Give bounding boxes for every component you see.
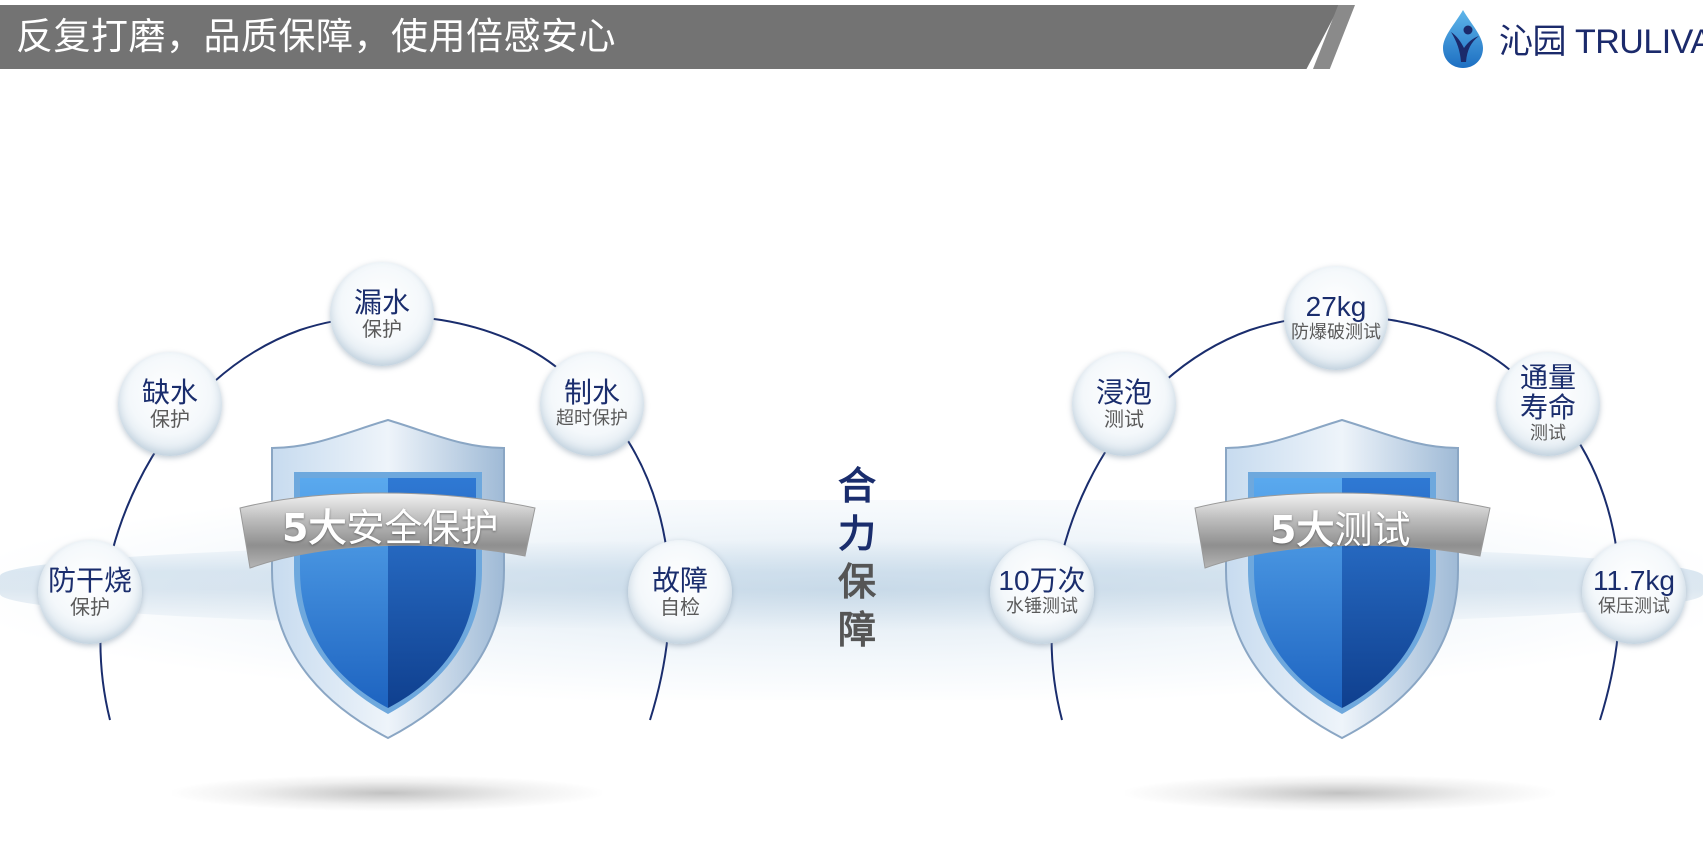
bubble-sub: 测试	[1104, 407, 1144, 431]
bubble-sub: 超时保护	[556, 408, 628, 429]
center-char: 力	[837, 512, 876, 556]
right-shield-shadow	[1125, 775, 1555, 811]
bubble-fault-check: 故障 自检	[628, 540, 732, 644]
brand-logo: 沁园 TRULIVA	[1437, 8, 1703, 74]
bubble-main: 通量	[1519, 361, 1576, 394]
bubble-sub: 保护	[150, 407, 190, 431]
bubble-main: 故障	[651, 564, 708, 597]
center-char: 合	[837, 464, 876, 508]
left-shield-shadow	[172, 775, 602, 811]
bubble-flux-life-test: 通量 寿命 测试	[1496, 352, 1600, 456]
bubble-sub: 测试	[1530, 423, 1566, 444]
bubble-main-2: 寿命	[1519, 391, 1576, 424]
center-char: 保	[837, 560, 876, 604]
bubble-main: 防干烧	[47, 564, 132, 597]
bubble-water-hammer-test: 10万次 水锤测试	[990, 540, 1094, 644]
bubble-leak-protection: 漏水 保护	[330, 262, 434, 366]
left-banner	[239, 492, 536, 569]
bubble-main: 11.7kg	[1593, 565, 1675, 596]
bubble-sub: 保护	[70, 595, 110, 619]
left-banner-text: 5大安全保护	[282, 506, 498, 550]
bubble-pressure-test: 11.7kg 保压测试	[1582, 540, 1686, 644]
bubble-main: 漏水	[353, 286, 410, 319]
water-drop-logo-icon	[1443, 10, 1483, 68]
center-char: 障	[837, 608, 876, 652]
bubble-main: 10万次	[998, 565, 1086, 596]
bubble-soak-test: 浸泡 测试	[1072, 352, 1176, 456]
bubble-dry-burn: 防干烧 保护	[38, 540, 142, 644]
right-banner-rest: 测试	[1334, 508, 1411, 552]
bubble-burst-test: 27kg 防爆破测试	[1284, 266, 1388, 370]
center-slogan: 合 力 保 障	[835, 462, 879, 654]
left-banner-rest: 安全保护	[346, 506, 499, 550]
bubble-sub: 自检	[660, 595, 700, 619]
bubble-production-timeout: 制水 超时保护	[540, 352, 644, 456]
page-title: 反复打磨，品质保障，使用倍感安心	[16, 15, 616, 58]
bubble-water-shortage: 缺水 保护	[118, 352, 222, 456]
bubble-main: 缺水	[141, 376, 198, 409]
bubble-sub: 保护	[362, 317, 402, 341]
bubble-sub: 水锤测试	[1006, 596, 1078, 617]
right-banner-text: 5大测试	[1270, 508, 1410, 552]
bubble-main: 浸泡	[1095, 376, 1152, 409]
left-shield	[271, 418, 505, 740]
header-band	[0, 5, 1340, 69]
right-shield	[1225, 418, 1459, 740]
right-banner-strong: 5大	[1270, 508, 1335, 552]
brand-name: 沁园 TRULIVA	[1499, 23, 1703, 61]
bubble-sub: 防爆破测试	[1291, 322, 1381, 343]
bubble-sub: 保压测试	[1598, 596, 1670, 617]
bubble-main: 制水	[563, 376, 620, 409]
bubble-main: 27kg	[1305, 291, 1367, 322]
right-banner	[1194, 492, 1491, 569]
left-banner-strong: 5大	[282, 506, 347, 550]
